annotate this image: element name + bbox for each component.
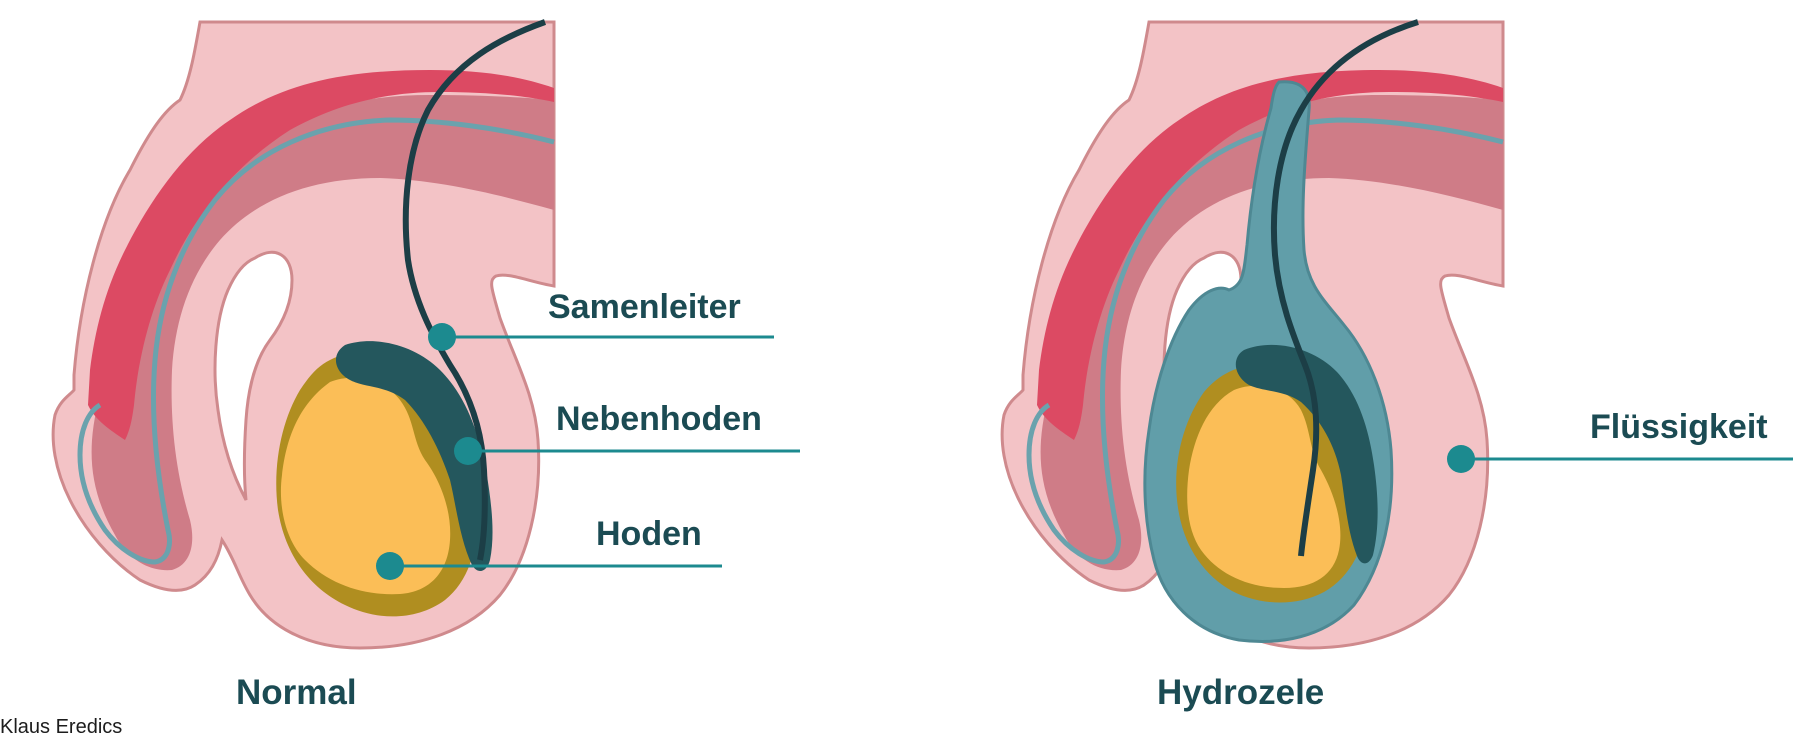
- callout-dot: [1447, 445, 1475, 473]
- callout-samenleiter: Samenleiter: [428, 288, 774, 351]
- hydrocele-panel: Flüssigkeit Hydrozele: [1002, 19, 1793, 712]
- callout-nebenhoden: Nebenhoden: [454, 400, 800, 465]
- hydrocele-vas-deferens: [1270, 19, 1419, 557]
- normal-testis: [280, 377, 451, 595]
- hydrocele-epididymis: [1235, 344, 1378, 564]
- label-fluessigkeit: Flüssigkeit: [1590, 408, 1768, 446]
- normal-vas-deferens: [402, 19, 547, 561]
- label-nebenhoden: Nebenhoden: [556, 400, 762, 438]
- callout-dot: [376, 552, 404, 580]
- normal-epididymis: [335, 341, 493, 572]
- caption-hydrozele: Hydrozele: [1157, 673, 1324, 712]
- label-hoden: Hoden: [596, 515, 702, 553]
- callout-dot: [428, 323, 456, 351]
- label-samenleiter: Samenleiter: [548, 288, 741, 326]
- caption-normal: Normal: [236, 673, 357, 712]
- normal-panel: Samenleiter Nebenhoden Hoden Normal: [53, 19, 800, 712]
- callout-fluessigkeit: Flüssigkeit: [1447, 408, 1793, 473]
- callout-hoden: Hoden: [376, 515, 722, 580]
- image-credit: Klaus Eredics: [0, 716, 123, 738]
- callout-dot: [454, 437, 482, 465]
